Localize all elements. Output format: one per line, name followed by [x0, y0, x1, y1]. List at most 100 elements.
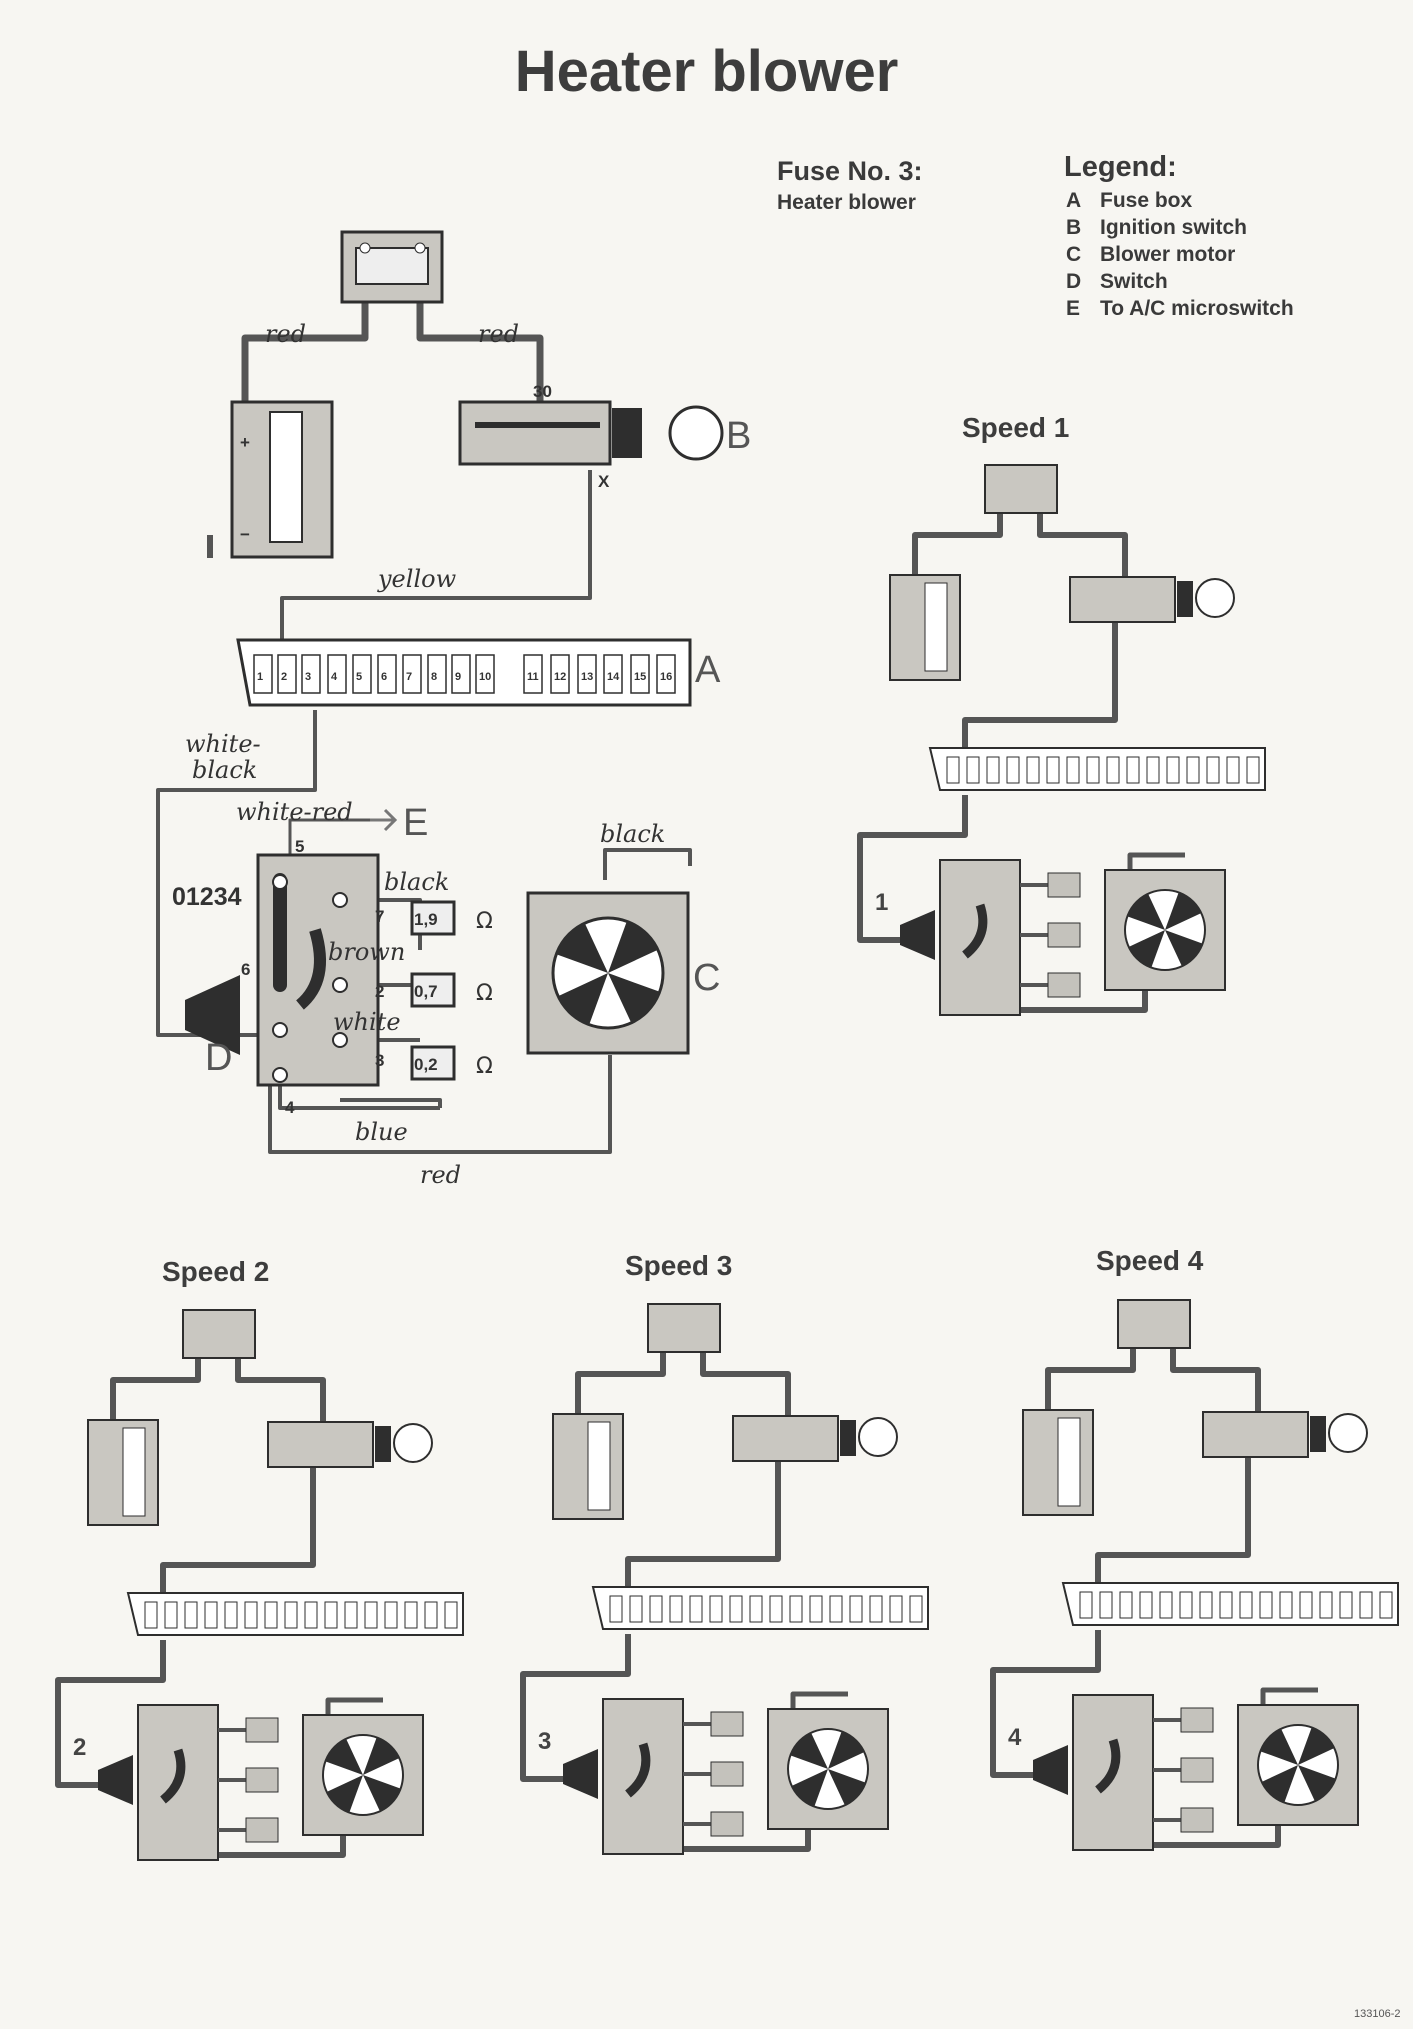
- wire-label: white-: [185, 730, 261, 758]
- mini-fuse: [1086, 756, 1100, 784]
- fuse-6: [377, 654, 397, 694]
- fuse-13: [577, 654, 597, 694]
- mini-wire-battery: [1045, 1340, 1136, 1420]
- mini-switch-arc: [625, 1742, 651, 1798]
- mini-fuse: [829, 1595, 843, 1623]
- terminal-7: 7: [375, 907, 384, 926]
- mini-resistor: [245, 1817, 279, 1843]
- ignition-key-icon: [668, 405, 724, 461]
- mini-fuse: [609, 1595, 623, 1623]
- mini-fan-blade: [1165, 892, 1201, 930]
- mini-fuse: [789, 1595, 803, 1623]
- mini-fuse: [1079, 1591, 1093, 1619]
- wire-label: white: [333, 1008, 401, 1036]
- wire-label: black: [384, 868, 449, 896]
- mini-fan-blade: [1298, 1727, 1334, 1765]
- mini-fan-blade: [363, 1775, 401, 1811]
- mini-wire-switch: [990, 1630, 1101, 1778]
- mini-fan-blade: [363, 1737, 399, 1775]
- mini-fuse: [164, 1601, 178, 1629]
- mini-fuse: [729, 1595, 743, 1623]
- mini-fuse: [1339, 1591, 1353, 1619]
- mini-fan-blade: [325, 1739, 363, 1775]
- mini-fuse: [769, 1595, 783, 1623]
- mini-wire-yellow: [625, 1454, 781, 1594]
- fuse-number: 15: [634, 671, 646, 683]
- legend-heading: Legend:: [1064, 151, 1177, 183]
- fan-blade: [608, 921, 658, 973]
- ohm-symbol: Ω: [476, 1054, 493, 1079]
- terminal-6: 6: [241, 960, 250, 979]
- wire-label: white-red: [236, 798, 353, 826]
- mini-fan-blade: [1127, 894, 1165, 931]
- mini-resistor: [245, 1767, 279, 1793]
- speed-position: 1: [875, 889, 888, 916]
- mini-resistor: [1180, 1707, 1214, 1733]
- wire-yellow: [280, 470, 592, 655]
- mini-relay: [1117, 1299, 1191, 1349]
- mini-ignition: [267, 1421, 374, 1468]
- wire-label: red: [265, 320, 306, 348]
- fuse-number: 2: [281, 671, 287, 683]
- mini-fuse: [889, 1595, 903, 1623]
- speed-1-label: Speed 1: [962, 412, 1070, 443]
- mini-fan-blade: [790, 1733, 828, 1769]
- switch-arc: [295, 928, 326, 1010]
- fuse-number: 5: [356, 671, 362, 683]
- battery-plus: +: [240, 433, 250, 452]
- mini-switch-arc: [962, 903, 988, 959]
- ohm-symbol: Ω: [476, 909, 493, 934]
- mini-fuse: [869, 1595, 883, 1623]
- mini-wire-ignition: [700, 1344, 791, 1424]
- mini-switch-knob-icon: [900, 910, 935, 960]
- fan-blade: [556, 923, 608, 973]
- wire-label: brown: [328, 938, 405, 966]
- label-e: E: [403, 802, 428, 844]
- mini-relay: [182, 1309, 256, 1359]
- fuse-number: 3: [305, 671, 311, 683]
- wire-label: blue: [355, 1118, 408, 1146]
- mini-fuse: [424, 1601, 438, 1629]
- wire-red-motor: [268, 1055, 612, 1154]
- mini-battery-cell: [587, 1421, 611, 1511]
- mini-switch-arc: [1095, 1738, 1121, 1794]
- label-b: B: [726, 415, 751, 457]
- fuse-2: [277, 654, 297, 694]
- mini-fuse: [204, 1601, 218, 1629]
- wire-blue-link: [340, 1098, 442, 1108]
- mini-wire-yellow: [1095, 1450, 1251, 1590]
- mini-battery-cell: [1057, 1417, 1081, 1507]
- mini-fuse: [849, 1595, 863, 1623]
- mini-ignition: [1069, 576, 1176, 623]
- terminal-30: 30: [533, 382, 552, 401]
- wire-label: red: [420, 1161, 461, 1189]
- resistor-value: 0,2: [414, 1055, 438, 1074]
- mini-wire-switch: [55, 1640, 166, 1788]
- mini-fuse: [1186, 756, 1200, 784]
- fuse-subtitle: Heater blower: [777, 191, 916, 214]
- fuse-number: 8: [431, 671, 437, 683]
- mini-battery-cell: [122, 1427, 146, 1517]
- speed-position: 4: [1008, 1724, 1022, 1751]
- fuse-number: 9: [455, 671, 461, 683]
- resistor-1: [410, 900, 456, 936]
- mini-wire-ground: [325, 1697, 383, 1715]
- page-title: Heater blower: [514, 39, 899, 104]
- mini-fuse: [144, 1601, 158, 1629]
- fuse-4: [327, 654, 347, 694]
- mini-wire-ground: [790, 1691, 848, 1709]
- speed-1-diagram: 1: [857, 464, 1266, 1016]
- label-a: A: [695, 649, 721, 691]
- mini-resistor: [1047, 972, 1081, 998]
- terminal-x: X: [598, 472, 610, 491]
- mini-fuse: [184, 1601, 198, 1629]
- mini-fuse: [1359, 1591, 1373, 1619]
- switch-terminal: [332, 892, 348, 908]
- mini-fuse: [1126, 756, 1140, 784]
- mini-relay: [647, 1303, 721, 1353]
- fuse-number: 4: [331, 671, 338, 683]
